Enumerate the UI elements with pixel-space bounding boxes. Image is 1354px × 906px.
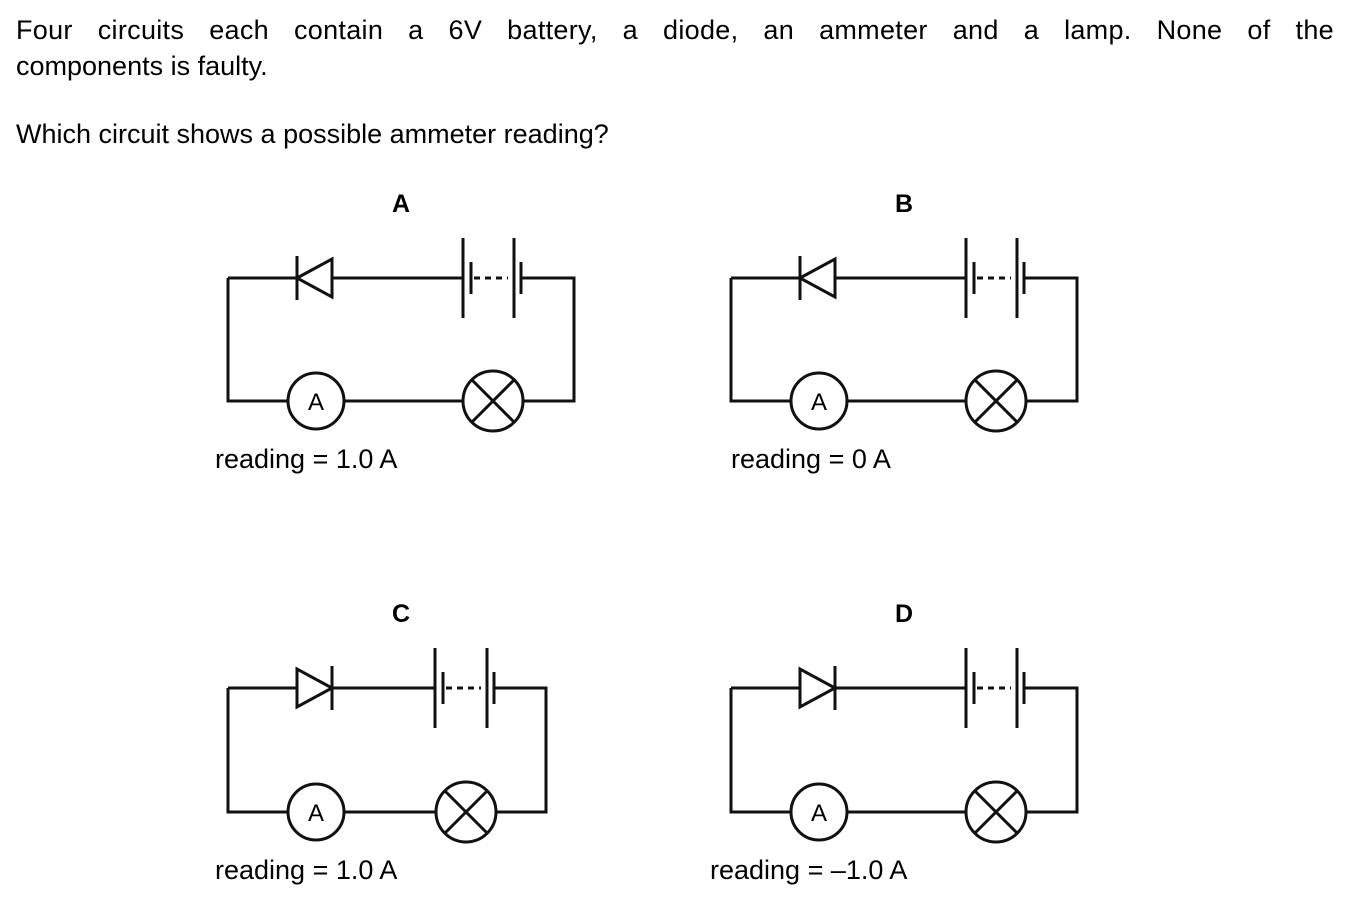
lamp-icon (964, 369, 1028, 433)
ammeter-reading: reading = 0 A (731, 444, 891, 474)
wire (226, 688, 288, 814)
circuit-c: C A reading = 1.0 A (215, 600, 548, 885)
circuit-b: B A reading = 0 A (729, 190, 1079, 474)
diode-icon (798, 666, 839, 710)
lamp-icon (461, 369, 525, 433)
lamp-icon (964, 780, 1028, 844)
ammeter-icon: A (789, 371, 849, 431)
circuit-label: D (895, 600, 913, 628)
circuit-label: A (392, 190, 410, 218)
ammeter-icon: A (789, 782, 849, 842)
battery-icon (964, 238, 1026, 318)
battery-icon (461, 238, 523, 318)
diode-icon (293, 256, 334, 300)
ammeter-symbol: A (308, 800, 324, 827)
ammeter-reading: reading = 1.0 A (215, 444, 397, 474)
ammeter-reading: reading = 1.0 A (215, 855, 397, 885)
question-line-1: Four circuits each contain a 6V battery,… (16, 15, 1334, 45)
question-text: Four circuits each contain a 6V battery,… (16, 12, 1334, 84)
wire (1024, 686, 1079, 814)
wire (1024, 276, 1079, 403)
question-prompt: Which circuit shows a possible ammeter r… (16, 119, 609, 149)
diode-icon (295, 666, 336, 710)
circuit-label: C (392, 600, 410, 628)
ammeter-reading: reading = –1.0 A (710, 855, 907, 885)
battery-icon (433, 648, 496, 728)
circuit-label: B (895, 190, 913, 218)
ammeter-icon: A (286, 371, 346, 431)
ammeter-icon: A (286, 782, 346, 842)
diode-icon (796, 256, 837, 300)
question-line-2: components is faulty. (16, 51, 268, 81)
wire (729, 278, 791, 403)
battery-icon (964, 648, 1026, 728)
circuit-a: A A reading = 1.0 A (215, 190, 576, 474)
ammeter-symbol: A (811, 389, 827, 416)
wire (729, 688, 791, 814)
ammeter-symbol: A (811, 800, 827, 827)
ammeter-symbol: A (308, 389, 324, 416)
circuit-d: D A reading = –1.0 A (710, 600, 1079, 885)
wire (226, 278, 288, 403)
lamp-icon (434, 780, 498, 844)
wire (494, 686, 548, 814)
wire (521, 276, 576, 403)
